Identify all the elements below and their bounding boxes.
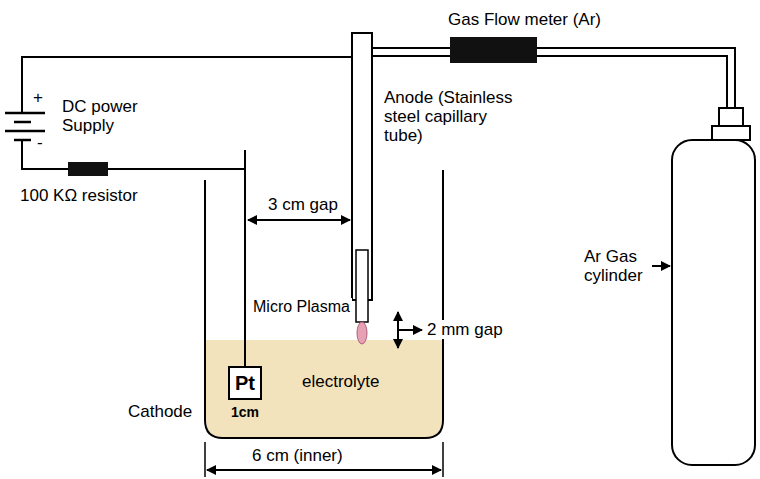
dimension-label: 2 mm gap bbox=[425, 320, 505, 339]
component-label: Ar Gas cylinder bbox=[584, 247, 643, 285]
label-box: 6 cm (inner) bbox=[252, 446, 343, 465]
label-box: - bbox=[37, 133, 43, 152]
dimension-arrow bbox=[207, 469, 441, 471]
beaker bbox=[205, 170, 443, 438]
wire bbox=[22, 140, 68, 169]
gas-tube bbox=[537, 56, 727, 108]
electrolyte-fill bbox=[206, 340, 442, 437]
polarity-sign: + bbox=[33, 88, 43, 107]
electrode-box: Pt bbox=[228, 366, 262, 400]
gas-tube bbox=[372, 47, 450, 49]
label-box: Gas Flow meter (Ar) bbox=[448, 10, 601, 29]
leader-arrow bbox=[398, 329, 422, 331]
dimension-label: 3 cm gap bbox=[268, 195, 338, 214]
wire bbox=[108, 168, 245, 170]
dimension-tick bbox=[442, 442, 444, 477]
micro-plasma bbox=[357, 322, 367, 344]
label-box: 1cm bbox=[231, 404, 259, 420]
electrode-label: Pt bbox=[235, 372, 255, 394]
component-label: DC power Supply bbox=[62, 97, 138, 135]
flow-meter bbox=[450, 37, 537, 63]
label-box: Ar Gas cylinder bbox=[584, 247, 659, 285]
label-box: 2 mm gap bbox=[425, 320, 505, 339]
resistor-symbol bbox=[68, 162, 108, 176]
component-label: Gas Flow meter (Ar) bbox=[448, 10, 601, 29]
cylinder-neck bbox=[712, 126, 750, 140]
label-box: DC power Supply bbox=[62, 97, 142, 135]
capillary-tip bbox=[356, 250, 368, 322]
dimension-label: 6 cm (inner) bbox=[252, 446, 343, 465]
label-box: Cathode bbox=[128, 402, 192, 421]
label-box: 100 KΩ resistor bbox=[20, 186, 138, 205]
gas-cylinder bbox=[672, 140, 755, 465]
gas-tube bbox=[372, 55, 450, 57]
label-box: electrolyte bbox=[302, 372, 379, 391]
label-box: Micro Plasma bbox=[251, 298, 352, 316]
dimension-label: 1cm bbox=[231, 404, 259, 420]
component-label: 100 KΩ resistor bbox=[20, 186, 138, 205]
component-label: Cathode bbox=[128, 402, 192, 421]
component-label: electrolyte bbox=[302, 372, 379, 391]
leader-arrow bbox=[652, 265, 670, 267]
cylinder-valve bbox=[719, 108, 743, 126]
cathode-lead bbox=[244, 150, 246, 366]
dimension-arrow bbox=[248, 219, 350, 221]
label-box: 3 cm gap bbox=[268, 195, 338, 214]
label-box: + bbox=[33, 88, 43, 107]
label-box: Anode (Stainless steel capillary tube) bbox=[384, 88, 524, 145]
dimension-tick bbox=[204, 442, 206, 477]
component-label: Anode (Stainless steel capillary tube) bbox=[384, 88, 513, 145]
gas-tube bbox=[537, 48, 735, 108]
polarity-sign: - bbox=[37, 133, 43, 152]
component-label: Micro Plasma bbox=[251, 298, 352, 315]
